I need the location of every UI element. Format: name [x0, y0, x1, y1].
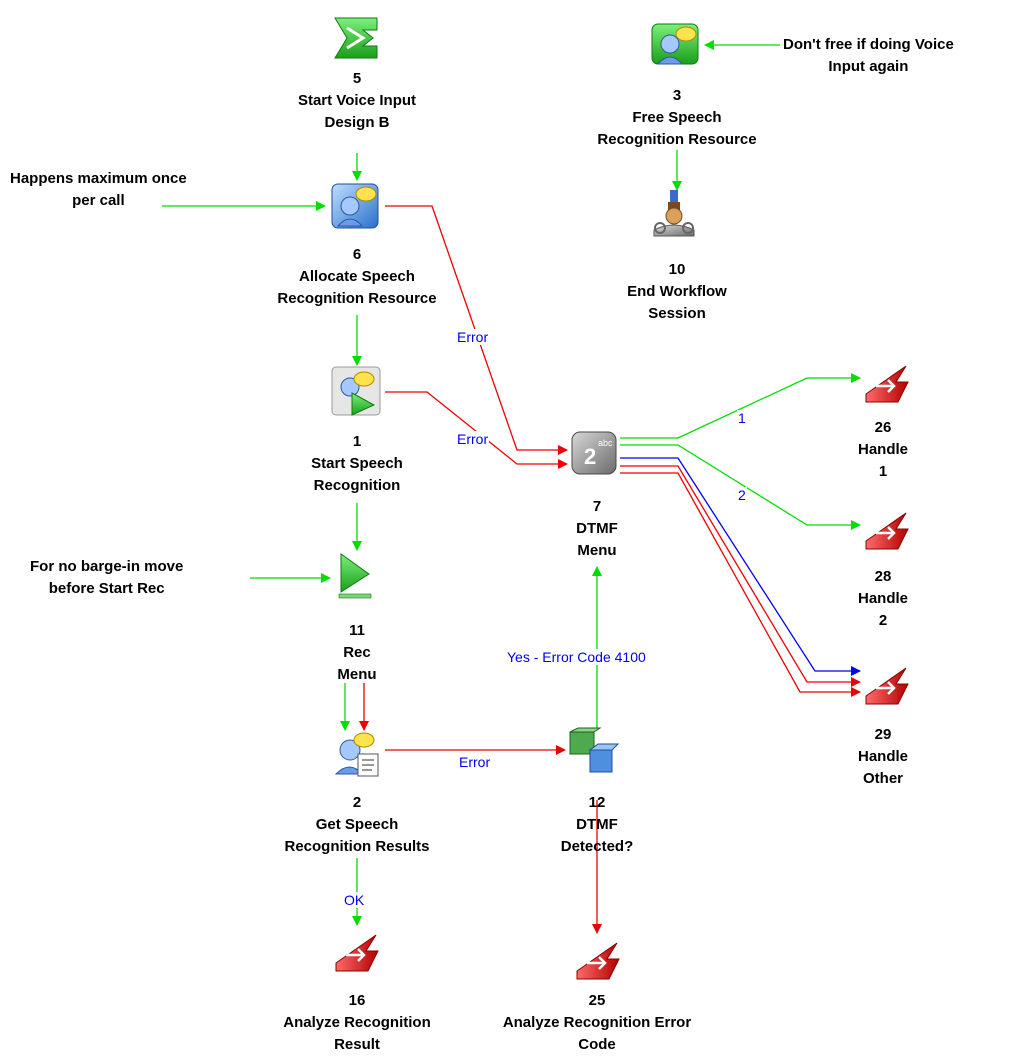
node-title: Menu	[577, 542, 617, 559]
edge-label-error: Error	[456, 431, 490, 447]
node-title: Recognition Results	[284, 838, 430, 855]
node-id: 7	[592, 498, 602, 515]
edge-7-29-a	[620, 465, 861, 687]
speech-resource-icon[interactable]	[331, 183, 379, 229]
node-5-label: 5 Start Voice Input Design B	[298, 68, 416, 134]
edge-label-yes-error-code: Yes - Error Code 4100	[506, 649, 647, 665]
node-id: 10	[668, 261, 686, 278]
edges-other	[620, 457, 861, 676]
note-no-barge-in: For no barge-in move before Start Rec	[30, 556, 183, 600]
node-title: Detected?	[560, 838, 634, 855]
edge-label-ok: OK	[343, 892, 366, 908]
node-id: 2	[352, 794, 362, 811]
node-title: Code	[578, 1036, 616, 1053]
node-title: Handle	[857, 748, 909, 765]
node-25-label: 25 Analyze Recognition Error Code	[503, 990, 691, 1056]
goto-handler-icon[interactable]	[865, 667, 909, 705]
node-title: Get Speech	[315, 816, 399, 833]
edge-label-error: Error	[456, 329, 490, 345]
node-title: 1	[878, 463, 888, 480]
speech-recognition-icon[interactable]	[331, 366, 381, 416]
node-id: 25	[588, 992, 606, 1009]
node-title: 2	[878, 612, 888, 629]
start-voice-input-icon[interactable]	[334, 17, 378, 59]
note-line: before Start Rec	[48, 580, 165, 597]
node-title: Free Speech	[632, 109, 722, 126]
node-6-label: 6 Allocate Speech Recognition Resource	[277, 244, 436, 310]
goto-handler-icon[interactable]	[865, 365, 909, 403]
node-title: Handle	[857, 441, 909, 458]
goto-handler-icon[interactable]	[576, 942, 620, 980]
end-session-icon[interactable]	[653, 190, 695, 237]
node-id: 1	[352, 433, 362, 450]
node-id: 6	[352, 246, 362, 263]
node-title: Result	[334, 1036, 380, 1053]
edges-success	[162, 40, 861, 926]
note-line: Input again	[828, 58, 909, 75]
node-title: DTMF	[576, 816, 618, 833]
node-title: Rec	[343, 644, 371, 661]
node-title: Recognition Resource	[277, 290, 437, 307]
note-line: per call	[72, 192, 125, 209]
play-menu-icon[interactable]	[338, 553, 372, 599]
note-dont-free: Don't free if doing Voice Input again	[783, 34, 954, 78]
node-id: 16	[348, 992, 366, 1009]
node-12-label: 12 DTMF Detected?	[561, 792, 634, 858]
note-happens-max: Happens maximum once per call	[10, 168, 187, 212]
edge-label-1: 1	[737, 410, 747, 426]
node-title: Start Voice Input	[297, 92, 417, 109]
dtmf-keypad-icon[interactable]: 2 abc	[571, 431, 617, 475]
node-10-label: 10 End Workflow Session	[627, 259, 727, 325]
edges-error	[359, 205, 861, 934]
node-title: Other	[862, 770, 904, 787]
node-title: Recognition Resource	[597, 131, 757, 148]
node-title: Session	[648, 305, 706, 322]
node-26-label: 26 Handle 1	[858, 417, 908, 483]
edge-label-error: Error	[458, 754, 492, 770]
svg-text:2: 2	[584, 444, 596, 469]
edge-label-2: 2	[737, 487, 747, 503]
svg-text:abc: abc	[598, 438, 613, 448]
node-id: 3	[672, 87, 682, 104]
node-title: Menu	[337, 666, 377, 683]
node-title: Recognition	[313, 477, 401, 494]
node-3-label: 3 Free Speech Recognition Resource	[597, 85, 756, 151]
node-28-label: 28 Handle 2	[858, 566, 908, 632]
edge-7-29-other	[620, 457, 861, 676]
speech-resource-icon[interactable]	[651, 23, 699, 65]
edge-6-7-error	[385, 205, 568, 455]
goto-handler-icon[interactable]	[335, 934, 379, 972]
node-11-label: 11 Rec Menu	[337, 620, 376, 686]
node-title: Design B	[324, 114, 390, 131]
decision-cubes-icon[interactable]	[569, 727, 620, 773]
edge-7-29-b	[620, 472, 861, 697]
node-title: Start Speech	[311, 455, 403, 472]
node-title: Handle	[857, 590, 909, 607]
node-id: 26	[874, 419, 892, 436]
note-line: Happens maximum once	[10, 170, 187, 187]
node-29-label: 29 Handle Other	[858, 724, 908, 790]
node-title: End Workflow	[627, 283, 727, 300]
node-title: Analyze Recognition Error	[502, 1014, 692, 1031]
goto-handler-icon[interactable]	[865, 512, 909, 550]
note-line: For no barge-in move	[30, 558, 184, 575]
note-line: Don't free if doing Voice	[783, 36, 954, 53]
node-title: Analyze Recognition	[283, 1014, 431, 1031]
node-id: 29	[874, 726, 892, 743]
edge-7-26	[620, 373, 861, 439]
speech-results-icon[interactable]	[334, 732, 379, 777]
node-16-label: 16 Analyze Recognition Result	[283, 990, 431, 1056]
node-id: 5	[352, 70, 362, 87]
edge-1-7-error	[385, 391, 568, 469]
node-7-label: 7 DTMF Menu	[576, 496, 618, 562]
node-id: 12	[588, 794, 606, 811]
node-1-label: 1 Start Speech Recognition	[311, 431, 403, 497]
node-title: DTMF	[576, 520, 618, 537]
node-id: 28	[874, 568, 892, 585]
node-id: 11	[349, 622, 365, 639]
node-2-label: 2 Get Speech Recognition Results	[284, 792, 429, 858]
edge-7-28	[620, 444, 861, 530]
node-title: Allocate Speech	[299, 268, 415, 285]
